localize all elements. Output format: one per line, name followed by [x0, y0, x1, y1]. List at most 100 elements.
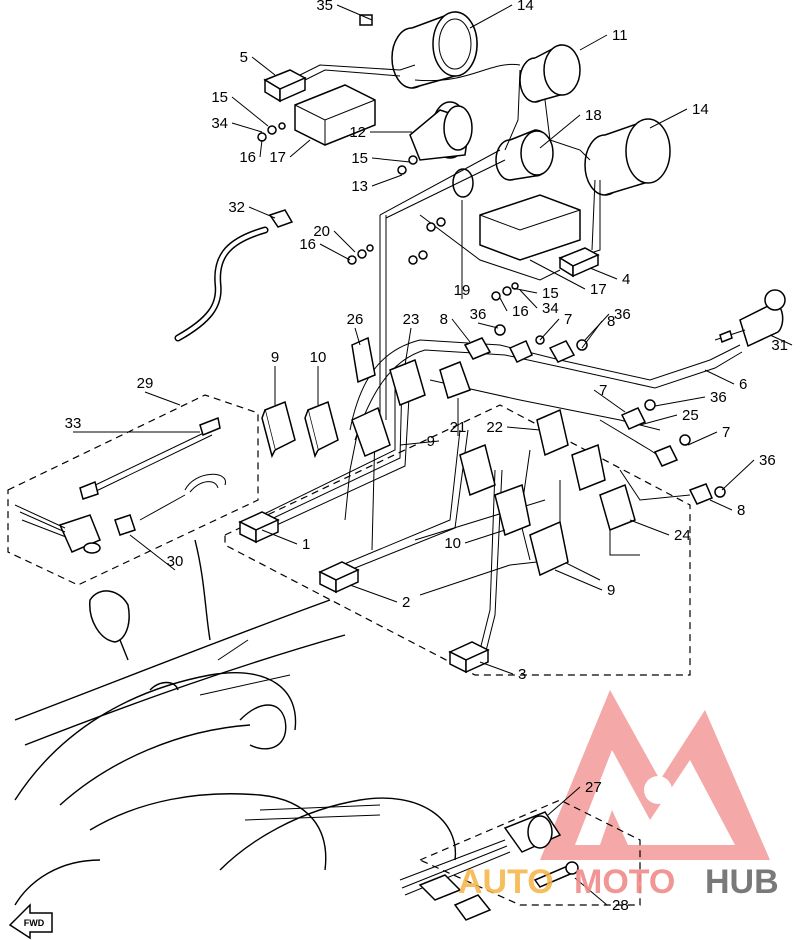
callout-number: 6: [739, 376, 747, 393]
leader-line: [721, 459, 755, 491]
callout-number: 22: [486, 419, 503, 436]
leader-line: [629, 519, 670, 536]
leader-line: [519, 289, 538, 309]
leader-line: [261, 529, 298, 545]
switch-23: [389, 358, 471, 407]
callout-number: 28: [612, 897, 629, 914]
switch-9-low: [529, 520, 569, 577]
watermark-hub: HUB: [705, 863, 779, 901]
main-harness-dashed-border: [224, 404, 691, 676]
callout-number: 16: [512, 303, 529, 320]
leader-line: [371, 174, 403, 187]
leader-line: [336, 4, 373, 21]
watermark: AUTO MOTO HUB: [458, 863, 779, 901]
gauge-11: [519, 44, 581, 103]
callout-number: 19: [454, 282, 471, 299]
callout-number: 20: [313, 223, 330, 240]
gauge-14-lower: [584, 118, 671, 196]
callout-number: 16: [239, 149, 256, 166]
callout-number: 8: [607, 313, 615, 330]
leader-line: [259, 139, 263, 158]
leader-line: [144, 391, 181, 406]
main-harness-wiring: [261, 339, 743, 656]
connector-3: [448, 641, 490, 674]
part-31-holder: [714, 289, 786, 348]
callout-number: 34: [211, 115, 228, 132]
callout-number: 30: [167, 553, 184, 570]
callout-number: 10: [444, 535, 461, 552]
callout-number: 2: [402, 594, 410, 611]
leader-line: [251, 56, 276, 76]
gauge-19-ring: [452, 168, 474, 198]
switch-10-left: [304, 400, 339, 459]
callout-number: 12: [349, 124, 366, 141]
leader-line: [506, 426, 541, 431]
callout-number: 18: [585, 107, 602, 124]
callout-number: 15: [211, 89, 228, 106]
kit-29-contents: [14, 416, 226, 554]
leader-line: [511, 287, 538, 294]
bracket-17-lower: [479, 194, 581, 261]
kit-29-dashed-border: [7, 394, 259, 586]
callout-number: 7: [599, 382, 607, 399]
callout-number: 13: [351, 178, 368, 195]
leader-line: [593, 389, 626, 413]
leader-line: [539, 114, 581, 149]
leader-line: [554, 569, 603, 591]
callout-number: 9: [271, 349, 279, 366]
callout-number: 31: [771, 337, 788, 354]
callout-number: 34: [542, 300, 559, 317]
leader-line: [539, 318, 560, 341]
callout-number: 27: [585, 779, 602, 796]
bracket-17-upper: [294, 84, 376, 146]
switch-9-mid: [459, 443, 496, 497]
connector-4: [558, 247, 600, 278]
leader-line: [477, 322, 499, 329]
leader-line: [231, 122, 263, 133]
gauge-12: [409, 101, 473, 161]
leader-line: [581, 320, 603, 349]
gauge-14-upper: [391, 11, 478, 89]
callout-number: 7: [722, 424, 730, 441]
callout-number: 14: [517, 0, 534, 14]
leader-line: [769, 334, 793, 346]
callout-number: 11: [612, 27, 628, 44]
callout-number: 1: [302, 536, 310, 553]
leader-line: [579, 34, 608, 51]
hull-deck-outline: [14, 539, 457, 906]
watermark-moto: MOTO: [574, 863, 675, 901]
leader-line: [404, 327, 412, 366]
leader-line: [709, 499, 733, 511]
fwd-label: FWD: [24, 918, 45, 928]
callout-number: 9: [427, 433, 435, 450]
leader-line: [479, 661, 514, 675]
leader-line: [231, 96, 269, 127]
callout-number: 26: [347, 311, 364, 328]
callout-number: 36: [470, 306, 487, 323]
gauge-18: [495, 129, 554, 181]
leader-line: [319, 243, 351, 261]
callout-number: 14: [692, 101, 709, 118]
switch-22: [536, 408, 569, 457]
callout-number: 7: [564, 311, 572, 328]
leader-line: [639, 414, 678, 426]
callout-number: 9: [607, 582, 615, 599]
leader-line: [529, 259, 586, 290]
callout-number: 36: [614, 306, 631, 323]
callout-number: 10: [310, 349, 327, 366]
switch-25: [571, 443, 606, 492]
connector-1: [238, 511, 280, 544]
tube-32: [174, 226, 269, 342]
switch-10-mid: [494, 483, 531, 537]
switch-26: [351, 336, 376, 384]
leader-line: [574, 877, 608, 906]
leader-line: [649, 108, 688, 129]
leader-line: [248, 206, 276, 219]
callout-number: 25: [682, 407, 699, 424]
leader-line: [349, 584, 398, 603]
callout-number: 5: [240, 49, 248, 66]
leader-line: [333, 230, 356, 253]
callout-number: 15: [542, 285, 559, 302]
switch-9-left: [261, 400, 296, 459]
callout-number: 8: [440, 311, 448, 328]
